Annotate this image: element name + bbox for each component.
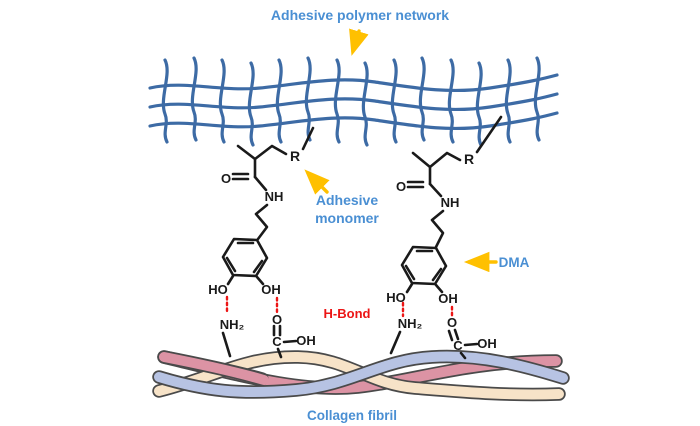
adhesive-monomer-label-line1: Adhesive xyxy=(316,192,378,208)
c-n-bond xyxy=(428,182,443,198)
fibril-strand-pink-overlap xyxy=(157,350,269,386)
carboxyl-fibril-bond xyxy=(459,351,467,360)
carboxyl-c-label: C xyxy=(453,338,463,353)
amine-nh2-label: NH₂ xyxy=(398,316,423,331)
ethyl-chain-bond xyxy=(430,209,445,249)
ring-oh-bond xyxy=(434,283,444,294)
polymer-network-mesh xyxy=(148,56,559,147)
carboxyl-oh-label: OH xyxy=(296,333,316,348)
dma-label: DMA xyxy=(499,255,530,270)
ethyl-chain-bond xyxy=(254,203,269,241)
ring-ho-bond xyxy=(226,274,235,286)
methacrylate-backbone-bond xyxy=(236,144,288,161)
mesh-strand xyxy=(475,61,483,147)
mesh-strand xyxy=(304,56,312,142)
mesh-strand xyxy=(148,73,559,93)
mesh-strand xyxy=(247,61,255,147)
r-to-network-bond xyxy=(475,115,503,154)
annotation-arrows xyxy=(304,28,498,273)
carbonyl-o-label: O xyxy=(221,171,231,186)
carboxyl-double-bond xyxy=(447,328,460,342)
catechol-ho-label: HO xyxy=(208,282,228,297)
amide-nh-label: NH xyxy=(441,195,460,210)
catechol-ho-label: HO xyxy=(386,290,406,305)
dma-monomer-left-bonds xyxy=(221,126,315,359)
mesh-strand xyxy=(447,58,455,144)
amide-nh-label: NH xyxy=(265,189,284,204)
amine-fibril-bond xyxy=(389,330,402,355)
dma-monomer-right-atoms: R O NH HO OH NH₂ O C OH xyxy=(386,151,497,353)
carboxyl-o-label: O xyxy=(272,312,282,327)
hydrogen-bonds xyxy=(225,295,454,320)
carboxyl-o-label: O xyxy=(447,315,457,330)
r-group-label: R xyxy=(464,151,474,167)
adhesive-monomer-label-line2: monomer xyxy=(315,210,379,226)
ring-ho-bond xyxy=(405,282,414,294)
collagen-fibril-label: Collagen fibril xyxy=(307,408,397,423)
ring-double-bonds xyxy=(225,241,264,274)
mesh-strand xyxy=(190,56,198,142)
carbonyl-double-bond xyxy=(406,180,425,189)
c-n-bond xyxy=(253,175,268,192)
catechol-oh-label: OH xyxy=(261,282,281,297)
mesh-strand xyxy=(504,58,512,144)
mesh-vertical-strands xyxy=(161,56,541,147)
catechol-ring xyxy=(400,245,448,286)
mesh-strand xyxy=(361,61,369,147)
mesh-strand xyxy=(418,56,426,142)
dma-monomer-left-atoms: R O NH HO OH NH₂ O C OH xyxy=(208,148,316,349)
ring-oh-bond xyxy=(255,275,265,286)
catechol-oh-label: OH xyxy=(438,291,458,306)
ring-double-bonds xyxy=(404,249,443,282)
carbonyl-o-label: O xyxy=(396,179,406,194)
fibril-strand-blue xyxy=(152,349,570,399)
r-group-label: R xyxy=(290,148,300,164)
mesh-strand xyxy=(333,58,341,144)
mesh-strand xyxy=(218,58,226,144)
mesh-strand xyxy=(275,58,283,144)
carboxyl-fibril-bond xyxy=(276,347,283,359)
carboxyl-oh-bond xyxy=(463,342,479,347)
network-title-label: Adhesive polymer network xyxy=(271,7,449,23)
mesh-horizontal-strands xyxy=(148,73,559,131)
amine-nh2-label: NH₂ xyxy=(220,317,245,332)
network-label-arrow xyxy=(349,28,369,56)
mesh-strand xyxy=(148,92,559,112)
h-bond-label: H-Bond xyxy=(324,306,371,321)
carboxyl-oh-bond xyxy=(282,339,298,344)
catechol-ring xyxy=(221,237,269,278)
carboxyl-double-bond xyxy=(272,324,282,337)
carboxyl-oh-label: OH xyxy=(477,336,497,351)
r-to-network-bond xyxy=(301,126,315,151)
carboxyl-c-label: C xyxy=(272,334,282,349)
dma-monomer-right-bonds xyxy=(389,115,503,360)
carbonyl-double-bond xyxy=(231,172,250,181)
mesh-strand xyxy=(161,58,169,144)
methacrylate-backbone-bond xyxy=(411,151,462,169)
mesh-strand xyxy=(390,58,398,144)
amine-fibril-bond xyxy=(221,331,232,358)
callout-labels: Adhesive polymer network Adhesive monome… xyxy=(271,7,530,423)
monomer-label-arrow xyxy=(304,169,330,195)
collagen-fibril xyxy=(152,349,570,402)
